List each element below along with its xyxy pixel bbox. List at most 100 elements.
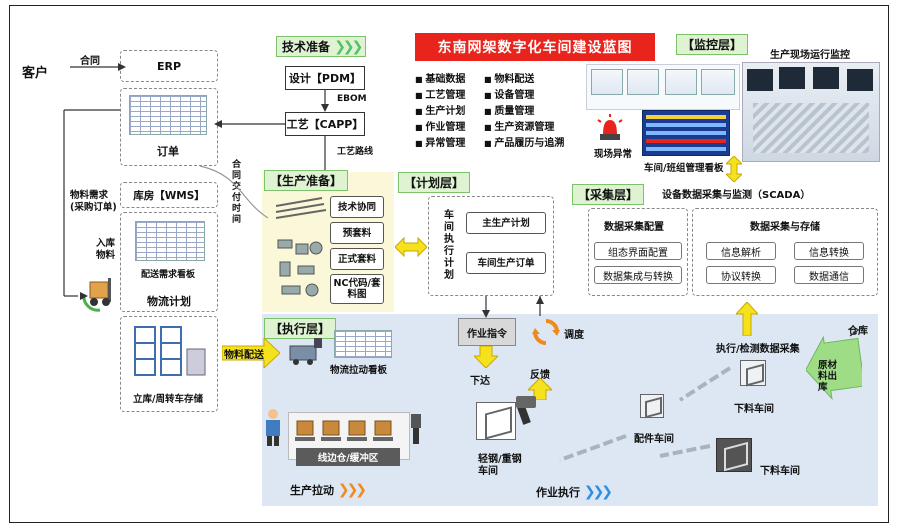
buffer-label: 线边仓/缓冲区	[296, 448, 400, 466]
factory-floor-image	[753, 103, 869, 153]
work-execution-label: 作业执行 ❯❯❯	[536, 484, 613, 500]
parts-machine-icon	[640, 394, 664, 418]
steel-parts-icon	[275, 197, 327, 297]
logistics-board-label: 物流拉动看板	[330, 365, 388, 376]
monitor-screens	[586, 64, 740, 110]
hand-scanner-icon	[408, 414, 424, 444]
parts-workshop-label: 配件车间	[634, 434, 674, 445]
collect-store-box	[692, 208, 878, 296]
management-board-label: 车间/班组管理看板	[644, 163, 724, 174]
monitor-screen	[591, 69, 623, 95]
dispatch-cycle-icon	[532, 319, 560, 345]
feature-item: 异常管理	[415, 134, 465, 149]
workshop-plan-vertical-label: 车间执行计划	[444, 210, 454, 281]
monitor-screen	[701, 69, 735, 95]
dispatch-label: 调度	[564, 330, 584, 341]
feature-item: 作业管理	[415, 118, 465, 133]
scanner-icon	[516, 396, 536, 425]
contract-delivery-label: 合同交付时间	[232, 160, 242, 225]
delivery-arrow-icon	[222, 338, 280, 368]
forklift-icon	[80, 272, 124, 312]
collect-config-box	[588, 208, 688, 296]
logistics-plan-label: 物流计划	[147, 295, 191, 308]
info-parse-box: 信息解析	[706, 242, 776, 260]
issue-arrow-icon	[474, 346, 498, 368]
board-row	[646, 147, 726, 151]
monitor-screen	[627, 69, 659, 95]
process-route-label: 工艺路线	[337, 147, 374, 157]
formal-nesting-box: 正式套料	[330, 248, 384, 270]
work-order-box: 作业指令	[458, 318, 516, 346]
collect-store-title: 数据采集与存储	[750, 222, 820, 233]
feedback-label: 反馈	[530, 370, 550, 381]
worker-icon	[262, 408, 284, 446]
logistics-robot-icon	[286, 334, 326, 366]
cutting-machine-2-icon	[716, 438, 752, 472]
management-board-image	[642, 110, 730, 156]
info-convert-box: 信息转换	[794, 242, 864, 260]
steel-workshop-label: 轻钢/重钢车间	[478, 454, 522, 477]
workshop-order-box: 车间生产订单	[466, 252, 546, 274]
board-row	[646, 131, 726, 135]
tech-collab-box: 技术协同	[330, 196, 384, 218]
customer-label: 客户	[22, 66, 49, 81]
pre-nesting-box: 预套料	[330, 222, 384, 244]
feedback-arrow-icon	[528, 378, 552, 400]
feature-item: 设备管理	[484, 86, 534, 101]
order-label: 订单	[157, 145, 179, 158]
feature-item: 生产资源管理	[484, 118, 554, 133]
monitor-screen	[779, 67, 805, 89]
site-monitor-label: 生产现场运行监控	[770, 50, 850, 61]
inbound-material-label: 入库物料	[96, 238, 116, 261]
capp-box: 工艺【CAPP】	[285, 112, 365, 136]
order-table-image	[129, 95, 207, 135]
rack-icon	[134, 326, 206, 376]
data-comm-box: 数据通信	[794, 266, 864, 284]
collect-layer-tag: 【采集层】	[572, 184, 645, 205]
plan-layer-box	[428, 196, 554, 296]
issue-label: 下达	[470, 376, 490, 387]
master-plan-box: 主生产计划	[466, 212, 546, 234]
feature-item: 工艺管理	[415, 86, 465, 101]
cutting-workshop-label: 下料车间	[734, 404, 774, 415]
monitor-screen	[747, 69, 773, 91]
material-delivery-label: 物料配送	[224, 350, 264, 361]
exec-collect-label: 执行/检测数据采集	[716, 344, 800, 355]
site-anomaly-label: 现场异常	[594, 149, 633, 160]
production-pull-text: 生产拉动	[290, 484, 334, 497]
tech-prep-label: 技术准备	[282, 40, 331, 54]
ebom-label: EBOM	[337, 94, 367, 104]
work-execution-text: 作业执行	[536, 486, 580, 499]
monitor-layer-tag: 【监控层】	[676, 34, 749, 55]
cutting-machine-icon	[740, 360, 766, 386]
wms-box: 库房【WMS】	[120, 182, 218, 208]
cutting-workshop-2-label: 下料车间	[760, 466, 800, 477]
feature-item: 质量管理	[484, 102, 534, 117]
dispatch-board-image	[135, 221, 205, 261]
scada-label: 设备数据采集与监测（SCADA）	[662, 190, 811, 201]
board-row	[646, 123, 726, 127]
feature-item: 产品履历与追溯	[484, 134, 564, 149]
monitor-screen	[813, 67, 839, 89]
ui-config-box: 组态界面配置	[594, 242, 682, 260]
site-overview-image	[742, 62, 880, 162]
feature-item: 生产计划	[415, 102, 465, 117]
wms-detail-box: 配送需求看板 物流计划	[120, 212, 218, 312]
dispatch-board-label: 配送需求看板	[141, 270, 196, 280]
outer-frame	[9, 5, 889, 523]
logistics-board-image	[334, 330, 392, 358]
steel-machine-icon	[476, 402, 516, 440]
tech-prep-tag: 技术准备 ❯❯❯	[276, 36, 367, 57]
alarm-icon	[592, 112, 628, 144]
collect-config-title: 数据采集配置	[604, 222, 664, 233]
feature-item: 基础数据	[415, 70, 465, 85]
board-row	[646, 139, 726, 143]
up-arrow-icon	[736, 302, 758, 336]
exec-layer-tag: 【执行层】	[264, 318, 337, 339]
pdm-box: 设计【PDM】	[285, 66, 365, 90]
data-integration-box: 数据集成与转换	[594, 266, 682, 284]
warehouse-label: 仓库	[848, 326, 868, 337]
flow-arrows	[559, 366, 732, 462]
monitor-screen	[847, 69, 873, 91]
double-arrow-icon	[395, 236, 427, 258]
